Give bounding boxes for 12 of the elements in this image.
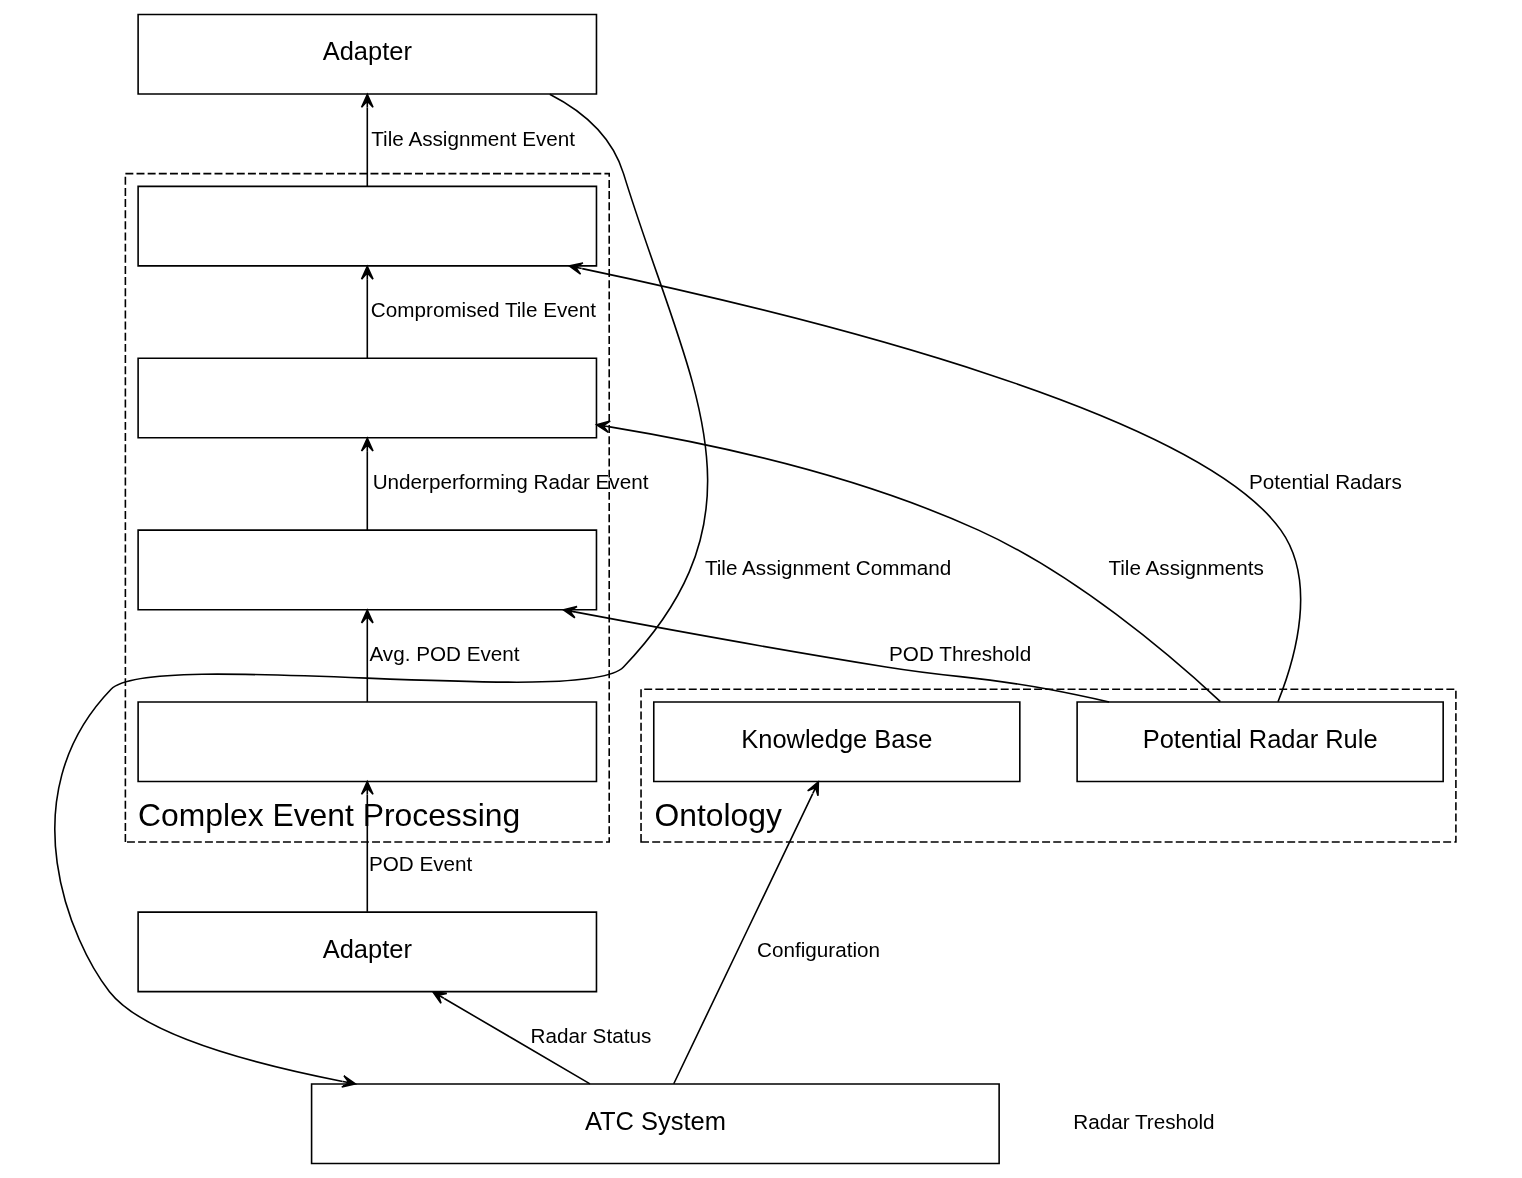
- edge-label: Configuration: [756, 938, 880, 962]
- label: Radar Treshold: [1072, 1110, 1215, 1134]
- edge-label: POD Event: [368, 852, 472, 876]
- edge-label: Potential Radars: [1248, 470, 1402, 494]
- edge-label: Tile Assignment Event: [370, 126, 575, 150]
- edge-label: Underperforming Radar Event: [372, 470, 648, 494]
- edge-label: Avg. POD Event: [368, 642, 520, 666]
- edge-label: POD Threshold: [888, 642, 1031, 666]
- edge-label: Compromised Tile Event: [370, 298, 596, 322]
- edge-label: Radar Status: [530, 1024, 651, 1048]
- edge-label: Tile Assignments: [1107, 556, 1264, 580]
- edge-label: Tile Assignment Command: [704, 556, 951, 580]
